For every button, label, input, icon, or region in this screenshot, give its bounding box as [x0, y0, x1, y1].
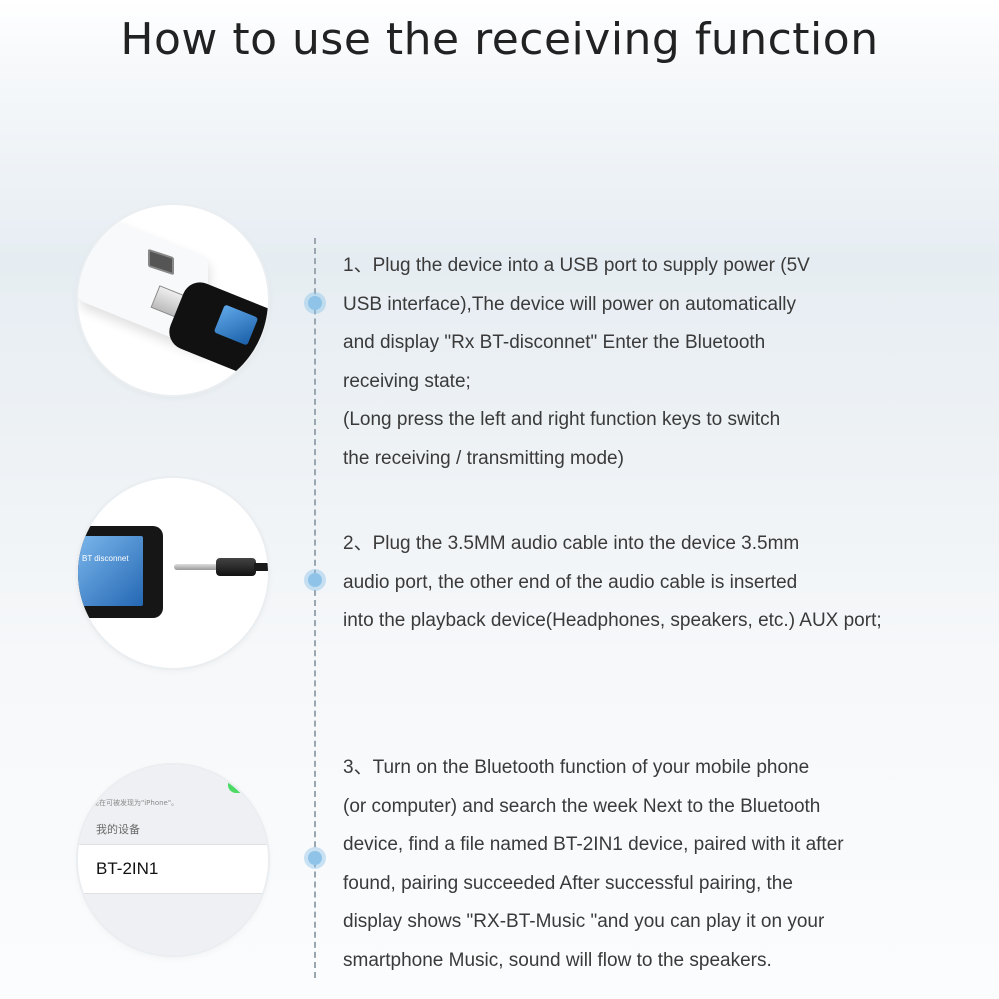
step-3-line: 3、Turn on the Bluetooth function of your…: [343, 757, 810, 778]
step-2-line: into the playback device(Headphones, spe…: [343, 610, 882, 631]
step-1-line: (Long press the left and right function …: [343, 409, 781, 430]
step-1-line: receiving state;: [343, 370, 471, 392]
step-3-line: found, pairing succeeded After successfu…: [343, 872, 793, 894]
step-2-marker: [308, 573, 322, 587]
device-name: BT-2IN1: [96, 859, 159, 878]
my-devices-label: 我的设备: [96, 823, 140, 836]
step-2-illustration: BT disconnet: [78, 478, 268, 668]
step-1-line: USB interface),The device will power on …: [343, 293, 797, 315]
step-1-line: 1、Plug the device into a USB port to sup…: [343, 255, 810, 276]
audio-jack-tip-image: [174, 564, 218, 570]
device-screen: BT disconnet: [78, 536, 143, 606]
step-3-line: device, find a file named BT-2IN1 device…: [343, 834, 844, 855]
step-2-text: 2、Plug the 3.5MM audio cable into the de…: [343, 525, 983, 641]
step-2-line: audio port, the other end of the audio c…: [343, 571, 798, 593]
step-1-illustration: [78, 205, 268, 395]
step-1-marker: [308, 296, 322, 310]
discoverable-text: 现在可被发现为"iPhone"。: [92, 799, 179, 807]
audio-jack-body-image: [216, 558, 256, 576]
phone-settings-screenshot: 现在可被发现为"iPhone"。 我的设备 BT-2IN1: [78, 765, 268, 955]
step-3-illustration: 现在可被发现为"iPhone"。 我的设备 BT-2IN1: [78, 765, 268, 955]
step-1-line: and display "Rx BT-disconnet" Enter the …: [343, 332, 766, 353]
step-2-line: 2、Plug the 3.5MM audio cable into the de…: [343, 533, 800, 554]
step-3-marker: [308, 851, 322, 865]
page-title: How to use the receiving function: [120, 14, 879, 65]
step-3-line: (or computer) and search the week Next t…: [343, 795, 821, 817]
step-1-line: the receiving / transmitting mode): [343, 447, 624, 469]
audio-cable-image: [254, 563, 268, 571]
device-screen-text: BT disconnet: [82, 554, 129, 563]
step-1-text: 1、Plug the device into a USB port to sup…: [343, 247, 983, 478]
bluetooth-toggle: [228, 777, 254, 793]
step-3-line: smartphone Music, sound will flow to the…: [343, 949, 772, 971]
timeline-line: [314, 238, 316, 978]
device-list-item: BT-2IN1: [78, 844, 268, 894]
step-3-text: 3、Turn on the Bluetooth function of your…: [343, 749, 983, 980]
step-3-line: display shows "RX-BT-Music "and you can …: [343, 911, 825, 932]
